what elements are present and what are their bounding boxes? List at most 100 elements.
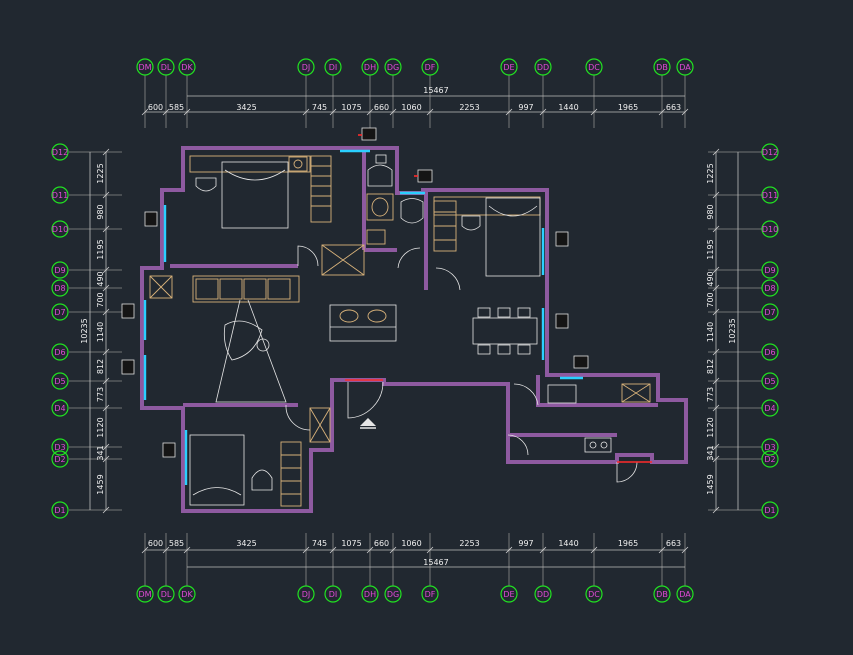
axis-bubble-dg [384, 585, 402, 603]
axis-label: DJ [302, 590, 311, 599]
axis-label: DG [387, 590, 399, 599]
axis-label: DA [679, 590, 691, 599]
axis-bubble-dd [534, 58, 552, 76]
axis-label: D5 [764, 377, 775, 386]
axis-label: DK [181, 63, 193, 72]
axis-label: DC [588, 63, 600, 72]
height-dim: 1120 [706, 417, 715, 437]
width-dim: 745 [312, 539, 327, 548]
axis-bubble-d9 [51, 261, 69, 279]
axis-label: DF [425, 590, 436, 599]
axis-label: DE [503, 590, 514, 599]
axis-label: D11 [52, 191, 68, 200]
axis-bubble-de [500, 58, 518, 76]
axis-bubble-d7 [761, 303, 779, 321]
axis-label: DC [588, 590, 600, 599]
axis-label: D7 [54, 308, 65, 317]
height-dim: 490 [706, 271, 715, 286]
axis-bubble-dj [297, 585, 315, 603]
height-dim: 1225 [96, 163, 105, 183]
axis-bubble-d7 [51, 303, 69, 321]
total-height-dim: 10235 [728, 318, 737, 343]
axis-bubble-da [676, 585, 694, 603]
width-dim: 997 [518, 103, 533, 112]
axis-bubble-dd [534, 585, 552, 603]
total-width-dim: 15467 [423, 558, 448, 567]
axis-bubble-dc [585, 585, 603, 603]
axis-bubble-di [324, 58, 342, 76]
height-dim: 1459 [96, 474, 105, 494]
axis-bubble-d5 [761, 372, 779, 390]
master-bedroom-furniture [189, 155, 332, 229]
width-dim: 3425 [236, 539, 256, 548]
third-bedroom-furniture [189, 407, 331, 507]
axis-bubble-d8 [51, 279, 69, 297]
axis-label: DI [329, 63, 338, 72]
axis-bubble-d8 [761, 279, 779, 297]
axis-label: D8 [764, 284, 775, 293]
axis-label: D1 [764, 506, 775, 515]
axis-label: D9 [54, 266, 65, 275]
axis-label: DF [425, 63, 436, 72]
height-dim: 490 [96, 271, 105, 286]
width-dim: 745 [312, 103, 327, 112]
width-dim: 1440 [558, 103, 578, 112]
axis-bubble-dh [361, 585, 379, 603]
width-dim: 585 [169, 103, 184, 112]
vanity-counter [329, 304, 397, 342]
axis-label: D5 [54, 377, 65, 386]
width-dim: 1060 [401, 103, 421, 112]
axis-label: D2 [764, 455, 775, 464]
axis-label: DM [138, 63, 151, 72]
second-bedroom-furniture [433, 196, 541, 277]
axis-label: D11 [762, 191, 778, 200]
axis-label: D3 [764, 443, 775, 452]
axis-label: DB [656, 63, 668, 72]
windows [143, 149, 583, 485]
height-dim: 1195 [96, 239, 105, 259]
axis-bubble-dc [585, 58, 603, 76]
axis-label: DK [181, 590, 193, 599]
axis-bubble-dg [384, 58, 402, 76]
axis-label: D6 [54, 348, 65, 357]
axis-label: D12 [762, 148, 778, 157]
axis-label: DL [161, 590, 172, 599]
width-dim: 1060 [401, 539, 421, 548]
building-walls [140, 146, 688, 513]
axis-bubble-d3 [51, 438, 69, 456]
width-dim: 2253 [459, 539, 479, 548]
height-dim: 700 [96, 292, 105, 307]
width-dim: 1075 [341, 103, 361, 112]
width-dim: 660 [374, 539, 389, 548]
axis-bubble-di [324, 585, 342, 603]
axis-bubble-d12 [51, 143, 69, 161]
width-dim: 1965 [618, 103, 638, 112]
height-dim: 1120 [96, 417, 105, 437]
dimension-chains: 15467 600 585 3425 745 1075 660 1060 2253 997 1440… [80, 86, 739, 568]
width-dim: 663 [666, 539, 681, 548]
width-dim: 600 [148, 539, 163, 548]
width-dim: 997 [518, 539, 533, 548]
axis-label: DH [364, 590, 376, 599]
axis-label: D12 [52, 148, 68, 157]
door-swings [285, 245, 539, 456]
axis-bubble-dk [178, 585, 196, 603]
total-width-dim: 15467 [423, 86, 448, 95]
axis-label: D1 [54, 506, 65, 515]
axis-label: D2 [54, 455, 65, 464]
axis-bubble-dm [136, 585, 154, 603]
axis-label: DL [161, 63, 172, 72]
axis-bubble-d3 [761, 438, 779, 456]
axis-label: D3 [54, 443, 65, 452]
axis-label: DH [364, 63, 376, 72]
width-dim: 1965 [618, 539, 638, 548]
axis-bubble-df [421, 585, 439, 603]
axis-bubble-dj [297, 58, 315, 76]
axis-bubble-d4 [761, 399, 779, 417]
axis-bubble-d11 [51, 186, 69, 204]
axis-bubble-dm [136, 58, 154, 76]
axis-bubble-d12 [761, 143, 779, 161]
width-dim: 1440 [558, 539, 578, 548]
living-room-furniture [149, 275, 300, 403]
